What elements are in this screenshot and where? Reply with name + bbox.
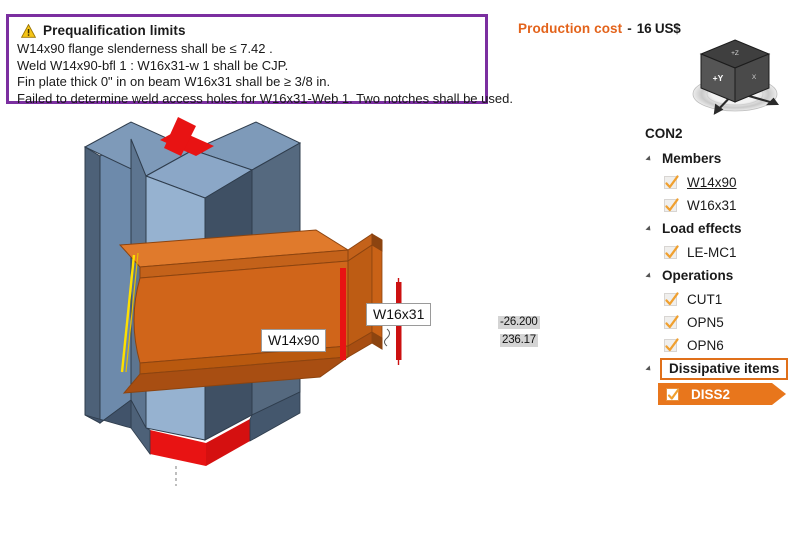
warning-line-2: Weld W14x90-bfl 1 : W16x31-w 1 shall be … xyxy=(17,57,289,73)
production-cost-separator: - xyxy=(627,21,632,36)
tree-item-opn5[interactable]: OPN5 xyxy=(640,311,798,333)
dimension-236-17: 236.17 xyxy=(500,334,538,347)
tree-group-members[interactable]: Members xyxy=(640,147,798,170)
label-w14x90: W14x90 xyxy=(261,329,327,352)
tree-item-opn5-label: OPN5 xyxy=(687,314,724,330)
warning-triangle-icon xyxy=(21,23,36,38)
production-cost-label: Production cost xyxy=(518,21,623,36)
checkbox-checked-icon[interactable] xyxy=(664,337,679,352)
checkbox-checked-icon[interactable] xyxy=(666,387,680,401)
warning-title: Prequalification limits xyxy=(43,23,186,38)
tree-item-w14x90-label: W14x90 xyxy=(687,174,737,190)
beam-web-highlight xyxy=(340,268,346,360)
warning-line-3: Fin plate thick 0" in on beam W16x31 sha… xyxy=(17,74,331,89)
tree-group-dissipative-label: Dissipative items xyxy=(669,360,780,376)
tree-group-load-effects-label: Load effects xyxy=(662,221,742,236)
model-3d-viewport[interactable]: W14x90 W16x31 -26.200 236.17 xyxy=(0,110,630,555)
checkbox-checked-icon[interactable] xyxy=(664,244,679,259)
warning-line-1: W14x90 flange slenderness shall be ≤ 7.4… xyxy=(17,41,273,56)
tree-item-diss2-label: DISS2 xyxy=(691,386,731,402)
checkbox-checked-icon[interactable] xyxy=(664,314,679,329)
tree-item-le-mc1[interactable]: LE-MC1 xyxy=(640,241,798,263)
svg-text:+Z: +Z xyxy=(731,50,739,57)
svg-text:+Y: +Y xyxy=(713,73,724,83)
tree-group-dissipative-items[interactable]: Dissipative items xyxy=(640,357,798,380)
prequalification-warning-panel: Prequalification limits W14x90 flange sl… xyxy=(6,14,513,106)
tree-group-load-effects[interactable]: Load effects xyxy=(640,217,798,240)
weld-line xyxy=(120,254,136,373)
checkbox-checked-icon[interactable] xyxy=(664,291,679,306)
column-top-marker xyxy=(160,117,214,156)
tree-group-members-label: Members xyxy=(662,151,722,166)
warning-line-4: Failed to determine weld access holes fo… xyxy=(17,90,513,106)
view-cube-icon[interactable]: +Y +Z X xyxy=(685,32,785,124)
warning-header: Prequalification limits xyxy=(21,23,477,38)
tree-item-opn6[interactable]: OPN6 xyxy=(640,334,798,356)
tree-item-diss2[interactable]: DISS2 xyxy=(658,383,786,405)
dissipative-items-highlight-box[interactable]: Dissipative items xyxy=(660,357,789,380)
tree-item-cut1[interactable]: CUT1 xyxy=(640,288,798,310)
tree-item-w16x31[interactable]: W16x31 xyxy=(640,194,798,216)
tree-group-operations-label: Operations xyxy=(662,268,734,283)
tree-item-le-mc1-label: LE-MC1 xyxy=(687,244,737,260)
chevron-collapse-icon[interactable] xyxy=(642,271,655,280)
column-bottom-plate xyxy=(150,419,250,466)
checkbox-checked-icon[interactable] xyxy=(664,197,679,212)
connection-tree-panel: CON2 Members W14x90 W16x31 Load effects … xyxy=(640,126,798,405)
chevron-collapse-icon[interactable] xyxy=(642,224,655,233)
selected-item-arrow-shape xyxy=(658,383,786,405)
tree-item-w16x31-label: W16x31 xyxy=(687,197,737,213)
tree-item-cut1-label: CUT1 xyxy=(687,291,723,307)
tree-item-opn6-label: OPN6 xyxy=(687,337,724,353)
dimension-neg-26-200: -26.200 xyxy=(498,316,540,329)
tree-item-w14x90[interactable]: W14x90 xyxy=(640,171,798,193)
production-cost-value: 16 US$ xyxy=(636,21,681,36)
label-w16x31: W16x31 xyxy=(366,303,432,326)
tree-group-operations[interactable]: Operations xyxy=(640,264,798,287)
chevron-collapse-icon[interactable] xyxy=(642,364,655,373)
tree-root-con2[interactable]: CON2 xyxy=(645,126,683,141)
svg-text:X: X xyxy=(752,74,757,81)
chevron-collapse-icon[interactable] xyxy=(642,154,655,163)
production-cost-readout: Production cost - 16 US$ xyxy=(518,21,681,36)
checkbox-checked-icon[interactable] xyxy=(664,174,679,189)
